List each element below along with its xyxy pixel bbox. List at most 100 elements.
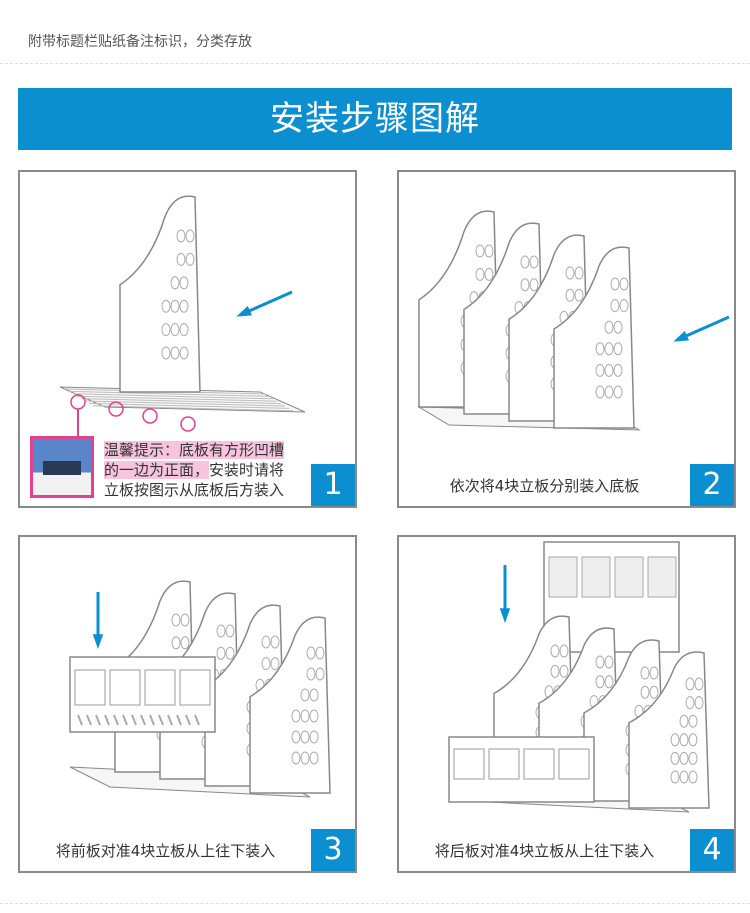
back-panel-grille	[614, 556, 644, 598]
groove-marker	[70, 394, 86, 410]
plate-hole	[306, 667, 316, 681]
plate-hole	[520, 278, 530, 292]
vent-slot	[113, 714, 119, 726]
plate-hole	[670, 751, 680, 765]
plate-hole	[216, 646, 226, 660]
step-caption: 依次将4块立板分别装入底板	[449, 477, 640, 495]
plate-hole	[613, 320, 623, 334]
label-slot	[179, 669, 211, 706]
plate-hole	[179, 323, 189, 337]
plate-hole	[300, 730, 310, 744]
arrow-head-icon	[92, 634, 104, 649]
vent-slot	[158, 714, 164, 726]
plate-hole	[550, 664, 560, 678]
plate-hole	[604, 675, 614, 689]
step-number-badge: 2	[690, 464, 734, 506]
step-caption: 将后板对准4块立板从上往下装入	[434, 842, 655, 860]
plate-hole	[185, 252, 195, 266]
base-grid-line	[80, 398, 282, 405]
plate-hole	[261, 635, 271, 649]
plate-hole	[315, 667, 325, 681]
plate-hole	[161, 346, 171, 360]
illustration-front-panel	[69, 580, 331, 798]
plate-hole	[185, 229, 195, 243]
plate-hole	[595, 342, 605, 356]
plate-hole	[688, 714, 698, 728]
plate-hole	[565, 288, 575, 302]
base-grid-line	[68, 390, 270, 397]
divider	[0, 903, 750, 904]
plate-hole	[613, 363, 623, 377]
plate-hole	[613, 385, 623, 399]
label-slot	[488, 748, 520, 780]
plate-hole	[170, 346, 180, 360]
divider-plate	[628, 651, 710, 809]
plate-hole	[649, 666, 659, 680]
divider-plate	[553, 246, 635, 429]
illustration-single-divider	[59, 195, 306, 436]
groove-marker	[108, 401, 124, 417]
back-panel-grille	[581, 556, 611, 598]
plate-hole	[604, 363, 614, 377]
plate-hole	[688, 770, 698, 784]
step-panel-1: 温馨提示：底板有方形凹槽 的一边为正面，安装时请将 立板按图示从底板后方装入 1	[18, 170, 357, 508]
illustration-four-dividers	[417, 210, 730, 431]
plate-hole	[679, 733, 689, 747]
label-slot	[144, 669, 176, 706]
vent-slot	[77, 714, 83, 726]
vent-slot	[194, 714, 200, 726]
plate-hole	[559, 664, 569, 678]
divider-plate	[249, 616, 331, 794]
label-slot	[109, 669, 141, 706]
plate-hole	[604, 342, 614, 356]
arrow-head-icon	[236, 305, 252, 317]
plate-hole	[484, 244, 494, 258]
plate-hole	[649, 685, 659, 699]
plate-hole	[170, 299, 180, 313]
plate-hole	[595, 675, 605, 689]
base-grid-line	[88, 402, 290, 409]
vent-slot	[167, 714, 173, 726]
plate-hole	[694, 677, 704, 691]
base-grid-line	[72, 393, 274, 400]
plate-hole	[300, 751, 310, 765]
plate-hole	[679, 751, 689, 765]
plate-hole	[595, 385, 605, 399]
plate-hole	[171, 613, 181, 627]
plate-hole	[180, 613, 190, 627]
plate-hole	[291, 730, 301, 744]
tip-line-3: 立板按图示从底板后方装入	[104, 481, 285, 499]
step-panel-2: 依次将4块立板分别装入底板 2	[397, 170, 736, 508]
arrow-head-icon	[673, 330, 689, 342]
plate-hole	[640, 685, 650, 699]
vent-slot	[86, 714, 92, 726]
plate-hole	[216, 624, 226, 638]
plate-hole	[309, 751, 319, 765]
plate-hole	[309, 709, 319, 723]
tip-line-2b: 安装时请将	[209, 461, 285, 479]
plate-hole	[270, 657, 280, 671]
plate-hole	[679, 714, 689, 728]
plate-hole	[688, 751, 698, 765]
base-grid-line	[76, 395, 278, 402]
label-slot	[453, 748, 485, 780]
plate-hole	[574, 288, 584, 302]
plate-hole	[291, 709, 301, 723]
vent-slot	[185, 714, 191, 726]
back-panel-grille	[647, 556, 677, 598]
step-panel-3: 将前板对准4块立板从上往下装入 3	[18, 535, 357, 873]
step-number-badge: 1	[311, 464, 355, 506]
vent-slot	[176, 714, 182, 726]
plate-hole	[574, 266, 584, 280]
plate-hole	[610, 299, 620, 313]
divider	[0, 63, 750, 64]
groove-marker	[142, 408, 158, 424]
plate-hole	[604, 320, 614, 334]
illustration-back-panel	[448, 541, 710, 813]
plate-hole	[300, 688, 310, 702]
vent-slot	[95, 714, 101, 726]
plate-hole	[270, 635, 280, 649]
plate-hole	[613, 342, 623, 356]
header-note: 附带标题栏贴纸备注标识，分类存放	[28, 34, 252, 50]
step-panel-4: 将后板对准4块立板从上往下装入 4	[397, 535, 736, 873]
